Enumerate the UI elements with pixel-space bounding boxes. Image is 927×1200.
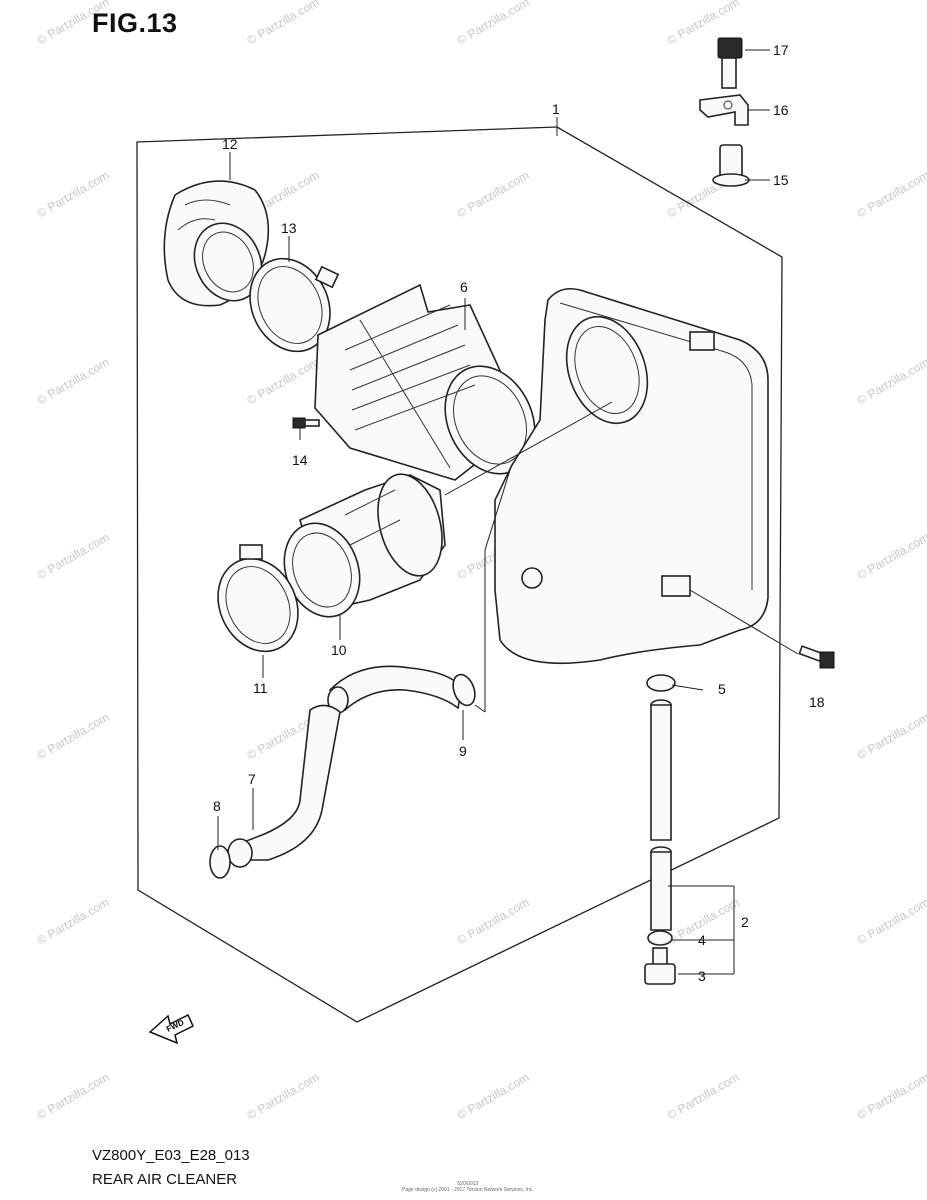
- callout-14: 14: [292, 452, 308, 468]
- watermark: © Partzilla.com: [855, 168, 927, 221]
- part-17-bolt[interactable]: [717, 37, 743, 89]
- model-code: VZ800Y_E03_E28_013: [92, 1147, 250, 1164]
- leader-lines: [217, 49, 799, 975]
- watermark: © Partzilla.com: [35, 895, 112, 948]
- callouts: 1 2 3 4 5 6 7 8 9 10 11 12 13 14 15 16 1…: [213, 42, 825, 984]
- fwd-arrow-icon: FWD: [148, 1013, 194, 1045]
- part-8-clip[interactable]: [209, 845, 231, 879]
- watermark: © Partzilla.com: [455, 895, 532, 948]
- watermark: © Partzilla.com: [35, 710, 112, 763]
- watermark: © Partzilla.com: [455, 0, 532, 48]
- part-5-clip[interactable]: [646, 674, 676, 692]
- watermark: © Partzilla.com: [35, 355, 112, 408]
- copyright-line: Page design (c) 2001 - 2017 Torsion Netw…: [402, 1187, 534, 1193]
- callout-5: 5: [718, 681, 726, 697]
- watermark: © Partzilla.com: [245, 0, 322, 48]
- copyright-line: 520/0012: [457, 1181, 479, 1187]
- part-11-clamp[interactable]: [203, 544, 312, 665]
- figure-title: FIG.13: [92, 8, 178, 38]
- part-4-clip[interactable]: [647, 930, 673, 946]
- part-12-intake-funnel[interactable]: [163, 180, 274, 312]
- watermark-layer: © Partzilla.com © Partzilla.com © Partzi…: [35, 0, 927, 1123]
- part-2-drain-tube[interactable]: [650, 699, 672, 931]
- part-15-collar[interactable]: [712, 144, 750, 187]
- watermark: © Partzilla.com: [855, 710, 927, 763]
- callout-4: 4: [698, 932, 706, 948]
- callout-3: 3: [698, 968, 706, 984]
- watermark: © Partzilla.com: [35, 168, 112, 221]
- watermark: © Partzilla.com: [35, 0, 112, 48]
- part-1-air-cleaner-case[interactable]: [494, 287, 769, 665]
- callout-16: 16: [773, 102, 789, 118]
- watermark: © Partzilla.com: [245, 355, 322, 408]
- part-10-connector[interactable]: [272, 467, 453, 627]
- watermark: © Partzilla.com: [855, 530, 927, 583]
- watermark: © Partzilla.com: [245, 1070, 322, 1123]
- part-14-screw[interactable]: [292, 417, 320, 429]
- callout-10: 10: [331, 642, 347, 658]
- callout-13: 13: [281, 220, 297, 236]
- callout-18: 18: [809, 694, 825, 710]
- part-7-drain-hose[interactable]: [227, 704, 341, 868]
- part-3-drain-plug[interactable]: [644, 947, 676, 985]
- watermark: © Partzilla.com: [855, 895, 927, 948]
- watermark: © Partzilla.com: [855, 355, 927, 408]
- callout-7: 7: [248, 771, 256, 787]
- part-9-hose-clamp-and-hose[interactable]: [327, 665, 479, 714]
- callout-2: 2: [741, 914, 749, 930]
- callout-1: 1: [552, 101, 560, 117]
- watermark: © Partzilla.com: [35, 1070, 112, 1123]
- callout-9: 9: [459, 743, 467, 759]
- watermark: © Partzilla.com: [455, 1070, 532, 1123]
- watermark: © Partzilla.com: [855, 1070, 927, 1123]
- section-name: REAR AIR CLEANER: [92, 1171, 238, 1188]
- callout-15: 15: [773, 172, 789, 188]
- part-18-bolt[interactable]: [798, 645, 835, 669]
- callout-17: 17: [773, 42, 789, 58]
- callout-12: 12: [222, 136, 238, 152]
- callout-6: 6: [460, 279, 468, 295]
- callout-11: 11: [253, 680, 268, 696]
- watermark: © Partzilla.com: [665, 1070, 742, 1123]
- part-13-clamp[interactable]: [235, 245, 344, 364]
- watermark: © Partzilla.com: [35, 530, 112, 583]
- part-16-bracket[interactable]: [699, 94, 749, 126]
- watermark: © Partzilla.com: [455, 168, 532, 221]
- copyright-note: 520/0012 Page design (c) 2001 - 2017 Tor…: [402, 1181, 534, 1193]
- callout-8: 8: [213, 798, 221, 814]
